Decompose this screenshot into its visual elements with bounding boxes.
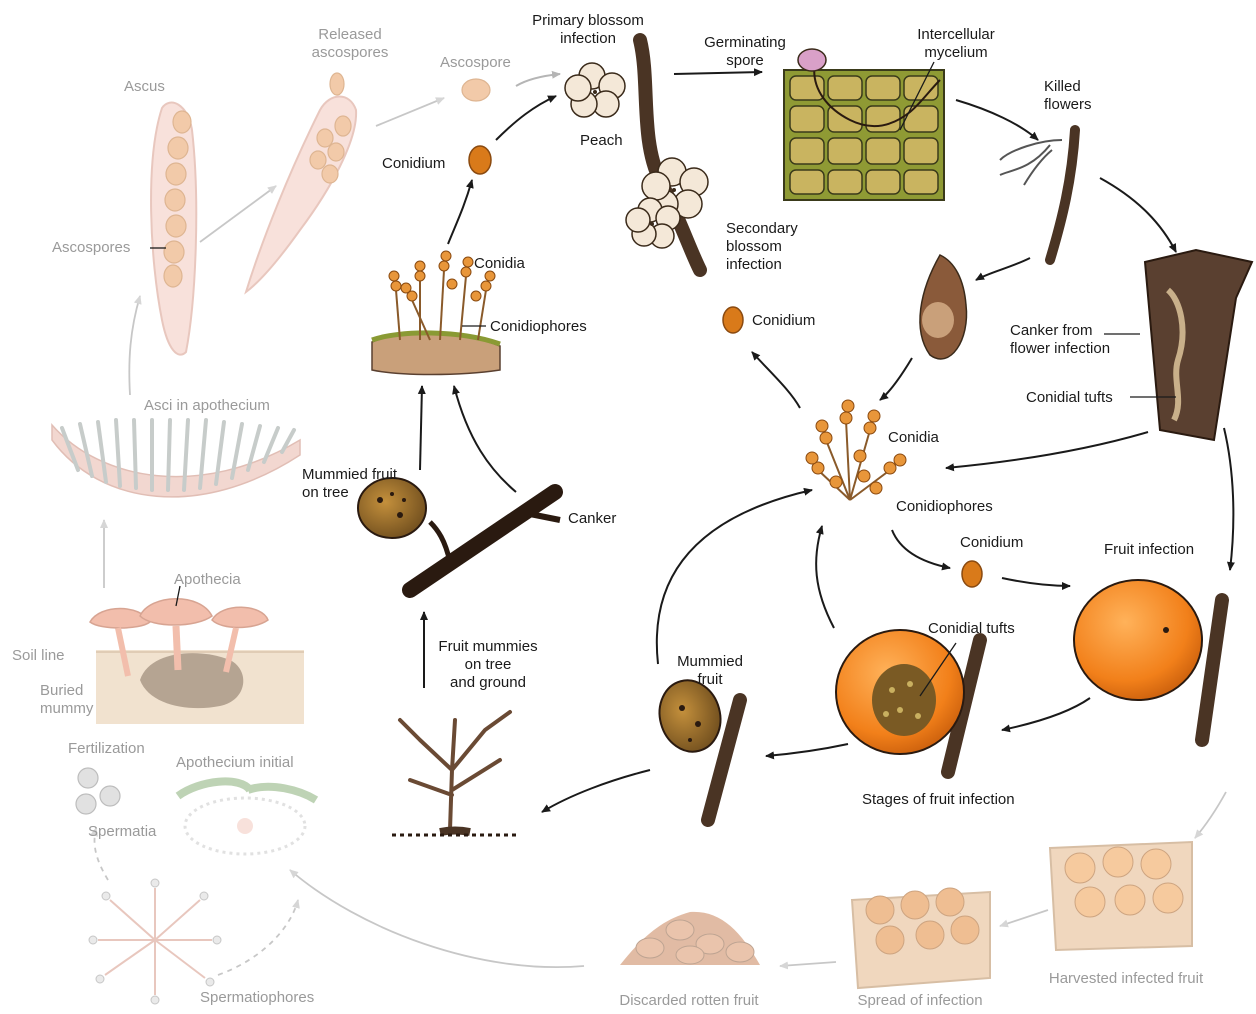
killed-flowers-illustration [1000,130,1075,260]
label-primary-blossom: Primary blossom infection [520,12,656,48]
label-secondary-blossom: Secondary blossom infection [726,220,816,274]
discarded-fruit-illustration [620,912,760,965]
conidium-top-illustration [469,146,491,174]
apothecium-initial-illustration [178,781,316,854]
label-fruit-mummies: Fruit mummies on tree and ground [426,638,550,692]
label-conidium-mid: Conidium [752,312,832,330]
fruit-infection-illustration [1074,580,1222,740]
label-peach: Peach [580,132,640,150]
label-asci-apothecium: Asci in apothecium [144,397,294,415]
label-soil-line: Soil line [12,647,92,665]
label-spermatiophores: Spermatiophores [200,989,340,1007]
basket-spread-illustration [852,888,990,988]
label-canker-from-flower: Canker from flower infection [1010,322,1140,358]
conidia-center-illustration [806,400,906,500]
label-ascospore: Ascospore [440,54,530,72]
spermatia-illustration [76,768,120,814]
spermatiophores-illustration [89,879,221,1004]
label-conidiophores-center: Conidiophores [896,498,1016,516]
label-conidiophores-left: Conidiophores [490,318,610,336]
label-released-ascospores: Released ascospores [300,26,400,62]
label-intercellular-mycelium: Intercellular mycelium [896,26,1016,62]
bare-tree-illustration [392,712,520,835]
basket-harvested-illustration [1050,842,1192,950]
label-mummied-fruit-tree: Mummied fruit on tree [302,466,422,502]
apothecia-illustration [90,599,304,724]
label-conidial-tufts-fruit: Conidial tufts [928,620,1038,638]
label-spread: Spread of infection [838,992,1002,1010]
ascospore-illustration [462,79,490,101]
label-germinating-spore: Germinating spore [690,34,800,70]
label-fruit-infection: Fruit infection [1104,541,1224,559]
label-discarded: Discarded rotten fruit [594,992,784,1010]
label-fertilization: Fertilization [68,740,168,758]
label-harvested: Harvested infected fruit [1026,970,1226,988]
ascus-illustration [151,103,196,355]
mummied-fruit-illustration [652,673,740,820]
label-conidia-left: Conidia [474,255,544,273]
label-spermatia: Spermatia [88,823,178,841]
label-conidial-tufts-canker: Conidial tufts [1026,389,1136,407]
label-conidia-center: Conidia [888,429,958,447]
label-mummied-fruit: Mummied fruit [660,653,760,689]
released-ascus-illustration [246,73,356,292]
label-killed-flowers: Killed flowers [1044,78,1124,114]
label-ascospores: Ascospores [52,239,152,257]
label-conidium-top: Conidium [382,155,462,173]
conidium-mid-illustration [723,307,743,333]
fruit-conidial-tufts-illustration [836,630,980,772]
tissue-mycelium-illustration [784,49,944,200]
label-ascus: Ascus [124,78,184,96]
label-apothecium-initial: Apothecium initial [176,754,326,772]
label-canker: Canker [568,510,628,528]
label-stages-fruit: Stages of fruit infection [862,791,1052,809]
label-conidium-right: Conidium [960,534,1040,552]
label-apothecia: Apothecia [174,571,264,589]
label-buried-mummy: Buried mummy [40,682,120,718]
infected-bud-illustration [920,255,967,359]
apothecium-illustration [52,420,300,497]
conidium-right-illustration [962,561,982,587]
canker-bark-illustration [1145,250,1252,440]
